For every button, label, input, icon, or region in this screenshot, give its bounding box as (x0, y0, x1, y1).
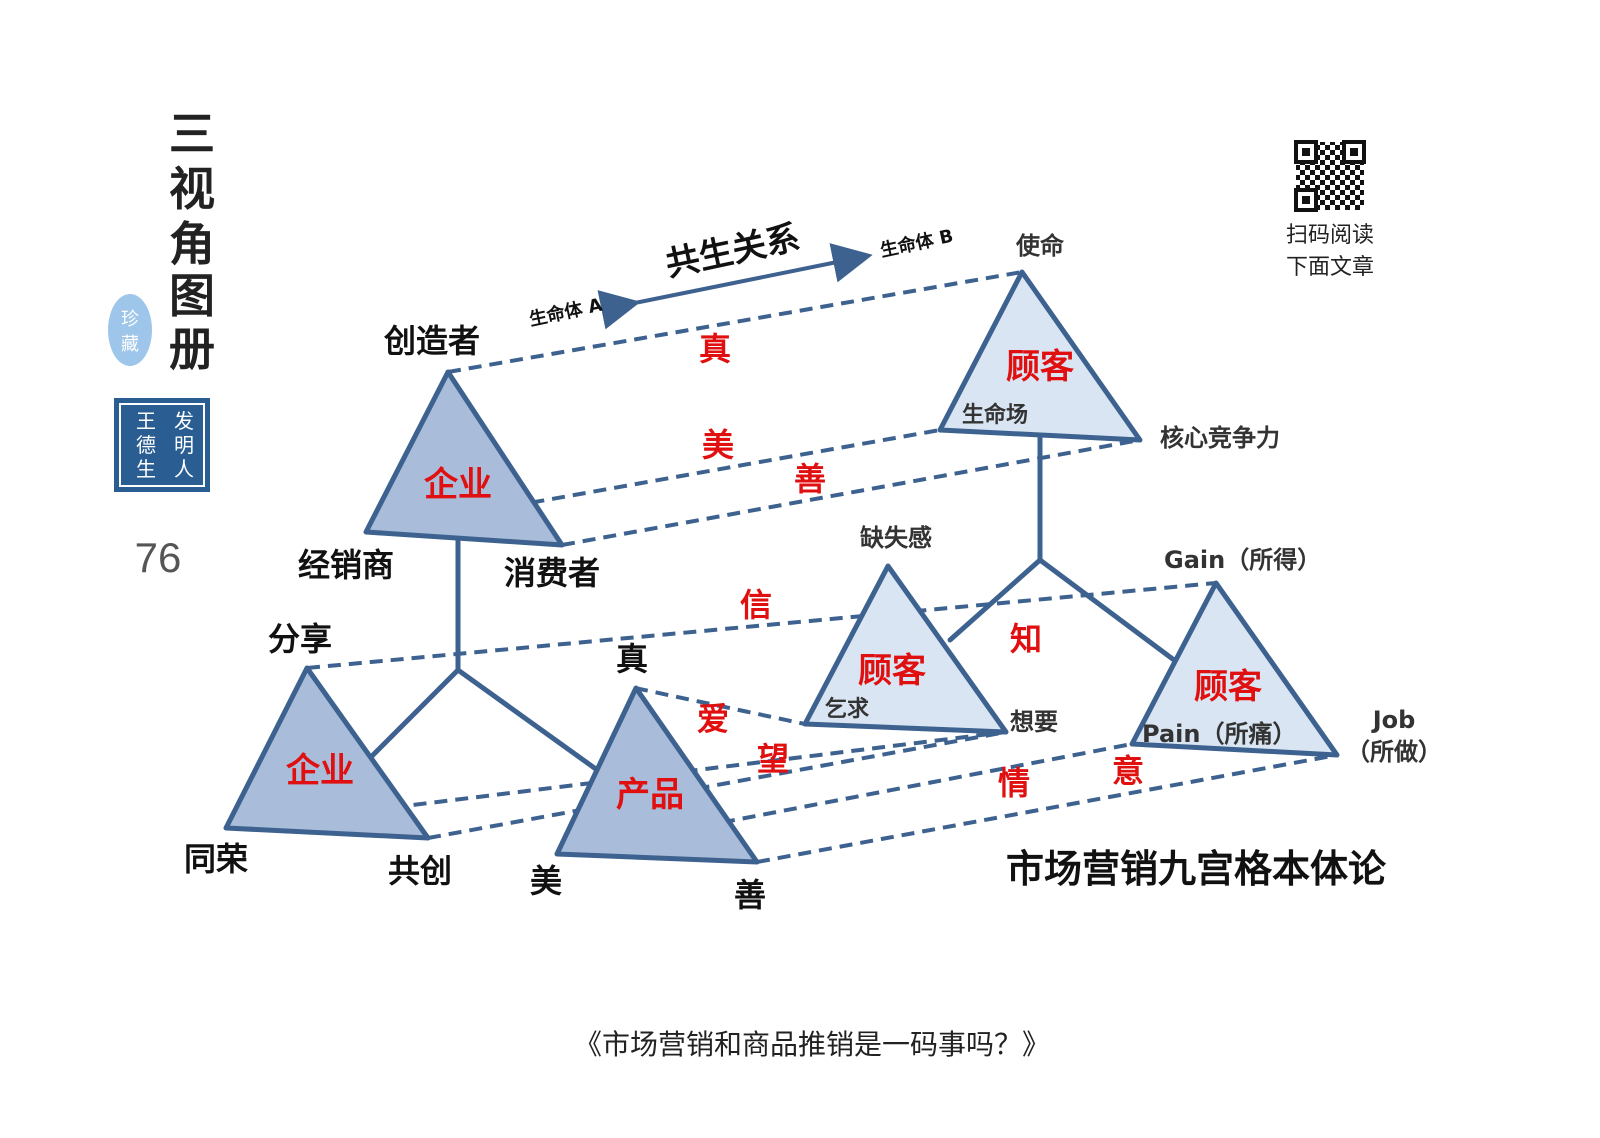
seal-oval-char: 藏 (121, 334, 139, 355)
corner-label-consumer: 消费者 (504, 554, 600, 592)
triangle-center-label: 企业 (424, 465, 492, 505)
apex-label-truth: 真 (616, 640, 648, 678)
qr-code[interactable] (1294, 140, 1366, 212)
lifeform-b-label: 生命体 B (878, 225, 955, 262)
corner-label-want: 想要 (1010, 708, 1058, 736)
triangle-corner-label: 乞求 (825, 696, 869, 722)
corner-label-prosper-together: 同荣 (184, 840, 248, 878)
corner-label-goodness: 善 (734, 876, 766, 914)
apex-label-creator: 创造者 (383, 322, 480, 360)
corner-label-distributor: 经销商 (298, 546, 394, 584)
corner-label-co-create: 共创 (388, 852, 452, 890)
triangle-center-label: 产品 (616, 775, 684, 815)
seal-char: 明 (174, 433, 194, 457)
triangle-bottom-product: 产品 (554, 685, 760, 865)
connector-word: 情 (998, 764, 1030, 802)
symbiosis-arrow: 共生关系 生命体 A 生命体 B (527, 218, 955, 331)
seal-char: 发 (174, 409, 194, 433)
connector-words: 真 美 善 信 知 爱 望 情 意 (697, 330, 1144, 802)
connector-word: 美 (702, 426, 734, 464)
triangle-bottom-enterprise: 企业 (223, 665, 431, 841)
connector-word: 知 (1010, 620, 1042, 658)
triangle-center-label: 企业 (286, 751, 354, 791)
triangle-top-enterprise: 企业 (363, 369, 565, 548)
corner-labels: 创造者 经销商 消费者 使命 核心竞争力 缺失感 想要 Gain（所得） Job… (184, 232, 1442, 914)
book-title-char: 视 (169, 162, 215, 216)
triangle-center-label: 顾客 (1006, 347, 1074, 387)
triangle-corner-label: 生命场 (962, 402, 1028, 428)
connector-word: 善 (794, 460, 826, 498)
collection-seal-oval: 珍 藏 (108, 294, 152, 366)
connector-word: 爱 (697, 700, 729, 738)
lifeform-a-label: 生命体 A (527, 294, 604, 331)
corner-label-beauty: 美 (530, 862, 562, 900)
page-number: 76 (135, 534, 182, 581)
book-title-char: 角 (169, 217, 215, 271)
book-title: 三 视 角 图 册 (169, 107, 215, 376)
book-title-char: 册 (169, 322, 215, 376)
triangle-mid-customer: 顾客 乞求 (802, 563, 1009, 735)
seal-char: 人 (174, 457, 194, 481)
apex-label-share: 分享 (268, 620, 332, 658)
corner-label-job: Job (1371, 706, 1416, 734)
triangle-corner-label: Pain（所痛） (1142, 720, 1296, 748)
apex-label-mission: 使命 (1015, 232, 1065, 260)
article-title-link[interactable]: 《市场营销和商品推销是一码事吗？》 (574, 1028, 1050, 1061)
triangle-right-customer: 顾客 Pain（所痛） (1129, 580, 1340, 758)
seal-oval-char: 珍 (121, 309, 139, 330)
tree-lines (365, 429, 1177, 775)
corner-label-core-competence: 核心竞争力 (1160, 424, 1280, 452)
seal-char: 生 (136, 457, 156, 481)
connector-word: 意 (1112, 752, 1144, 790)
connector-word: 望 (757, 740, 789, 778)
apex-label-lack: 缺失感 (860, 524, 932, 552)
corner-label-job-sub: （所做） (1346, 738, 1442, 766)
inventor-seal: 发 明 人 王 德 生 (114, 398, 210, 492)
seal-char: 德 (136, 433, 156, 457)
triangle-center-label: 顾客 (1194, 667, 1262, 707)
apex-label-gain: Gain（所得） (1164, 546, 1321, 574)
qr-caption-line2: 下面文章 (1286, 255, 1374, 280)
seal-char: 王 (136, 409, 156, 433)
diagram-title: 市场营销九宫格本体论 (1006, 847, 1387, 891)
triangle-top-customer: 顾客 生命场 (937, 269, 1143, 443)
connector-word: 信 (740, 586, 772, 624)
triangle-center-label: 顾客 (858, 651, 926, 691)
book-title-char: 三 (169, 107, 215, 161)
connector-word: 真 (699, 330, 731, 368)
book-title-char: 图 (169, 269, 215, 323)
qr-caption-line1: 扫码阅读 (1286, 223, 1374, 248)
